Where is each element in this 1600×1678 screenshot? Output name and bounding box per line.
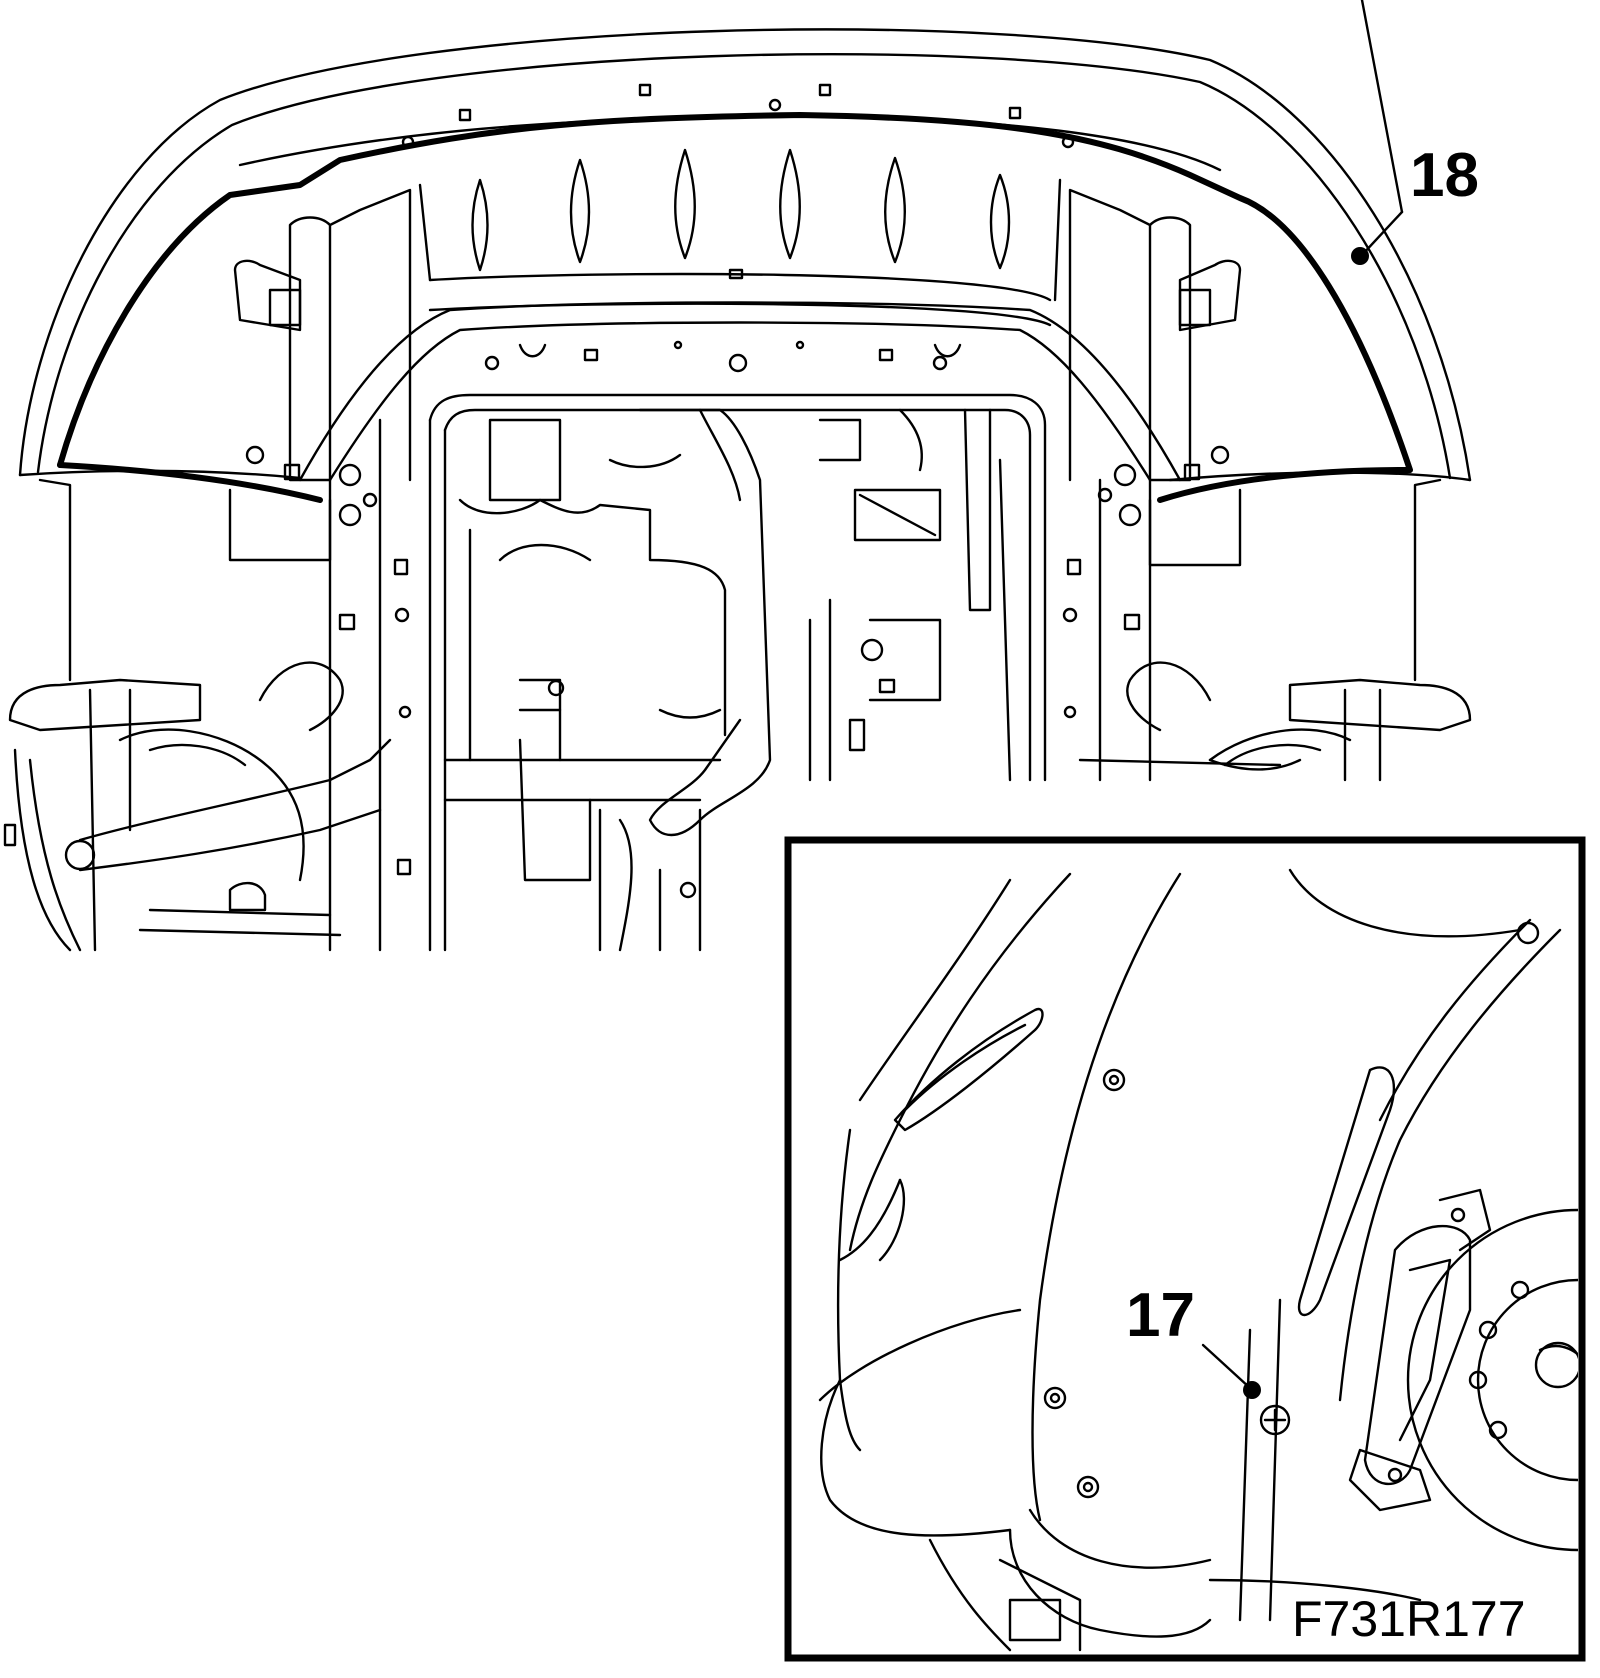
inset-detail: 17 F731R177 xyxy=(784,836,1586,1662)
subframe xyxy=(298,301,1182,952)
upper-panel xyxy=(238,83,1222,327)
callout-17-label: 17 xyxy=(1126,1281,1195,1350)
right-suspension xyxy=(1078,661,1472,782)
right-rail xyxy=(1062,463,1152,782)
callout-18-label: 18 xyxy=(1410,141,1479,210)
callout-18-dot xyxy=(1351,247,1369,265)
figure-code: F731R177 xyxy=(1292,1591,1526,1647)
callout-17: 17 xyxy=(1126,1281,1261,1399)
inset-frame xyxy=(784,836,1586,1662)
main-view: 18 xyxy=(3,0,1479,952)
engine-components xyxy=(458,408,1012,952)
left-suspension xyxy=(3,661,392,952)
bumper-cover xyxy=(18,28,1472,682)
callout-18: 18 xyxy=(1351,0,1479,265)
left-bracket xyxy=(233,188,412,482)
callout-17-dot xyxy=(1243,1381,1261,1399)
